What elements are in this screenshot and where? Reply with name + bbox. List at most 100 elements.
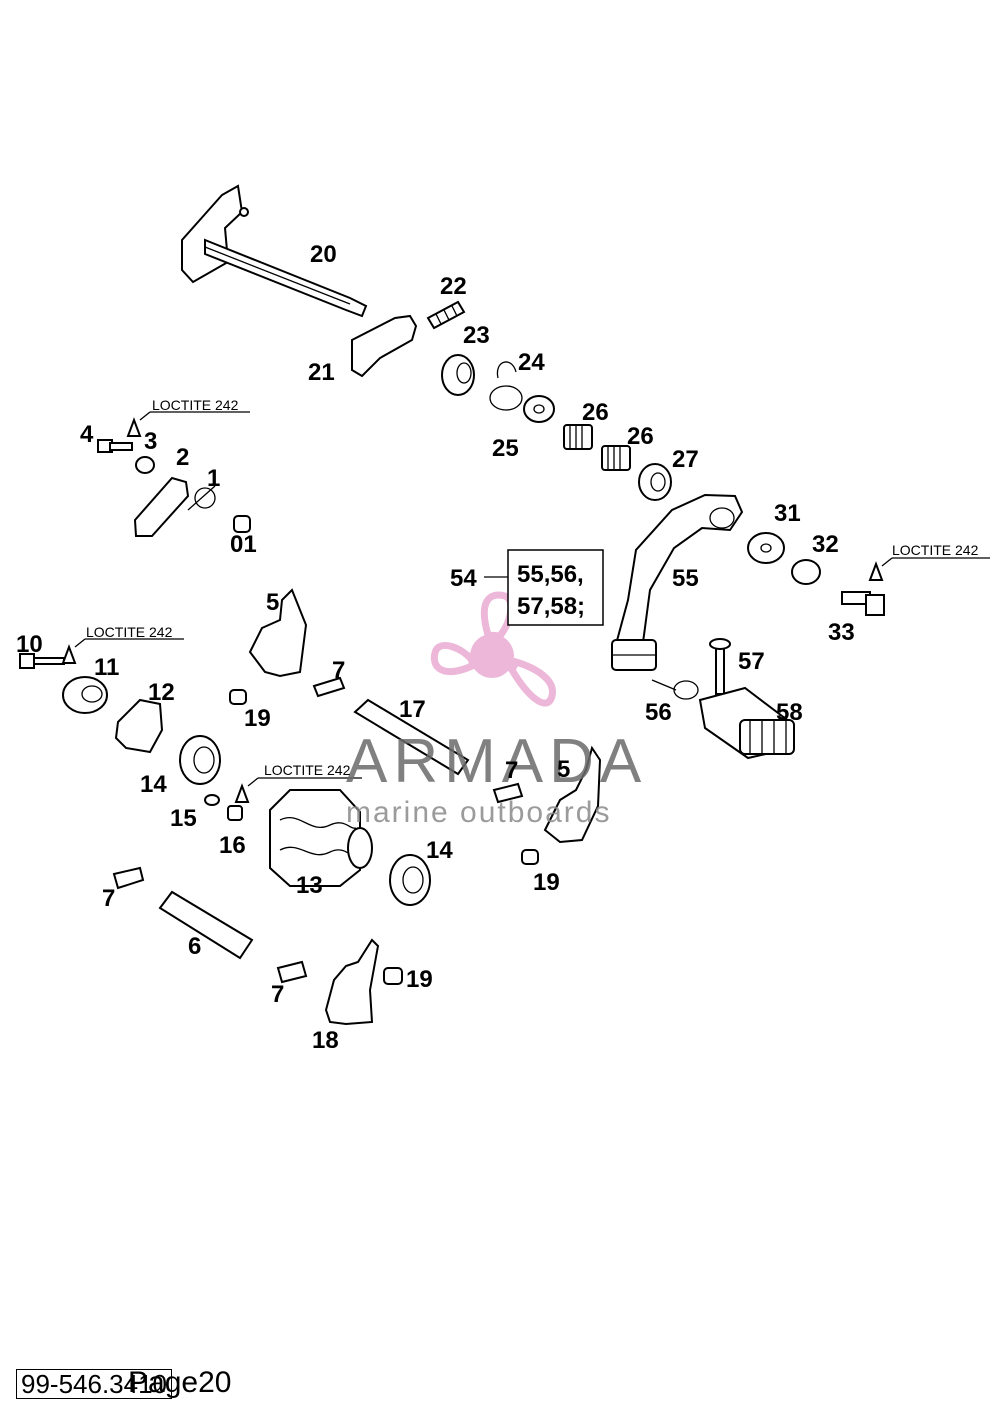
part-label: 19 [406,966,433,993]
part-label: 7 [332,657,345,684]
part-label: 31 [774,500,801,527]
loctite-label: LOCTITE 242 [152,397,239,413]
catalog-code: 99-546.3410 [16,1369,173,1399]
plate-part [351,314,418,378]
part-label: 11 [94,654,119,681]
pin-part [709,638,731,695]
lever-part [133,476,190,537]
clip-part [496,361,517,379]
part-label: 12 [148,679,175,706]
shift-fork-part [248,588,308,678]
lever-pivot-part [611,639,657,671]
shift-lever-part [613,493,744,652]
loctite-marker [868,557,990,581]
sleeve-part [441,354,475,396]
part-label: 01 [230,531,257,558]
part-label: 27 [672,446,699,473]
part-label: 10 [16,631,43,658]
seal-part [638,463,672,501]
bushing-part [233,515,251,533]
part-label: 2 [176,444,189,471]
loctite-marker [61,638,184,664]
spring-part [276,960,308,984]
o-ring-part [673,680,699,700]
shift-fork-part [543,745,602,844]
part-label: 1 [207,465,220,492]
shaft-seal-part [389,854,431,906]
watermark-brand: ARMADA [346,727,647,796]
part-label: 23 [463,322,490,349]
part-label: 7 [505,757,518,784]
part-label: 7 [271,981,284,1008]
loctite-label: LOCTITE 242 [892,542,979,558]
part-label: 33 [828,619,855,646]
part-label: 26 [627,423,654,450]
part-label: 54 [450,565,477,592]
part-label: 18 [312,1027,339,1054]
bolt-part [841,591,885,616]
callout-box [507,549,604,626]
shift-fork-part [324,938,380,1026]
part-label: 7 [102,885,115,912]
bushing-part [229,689,247,705]
part-label: 25 [492,435,519,462]
watermark-tagline: marine outboards [346,796,611,829]
part-label: 13 [296,872,323,899]
part-label: 56 [645,699,672,726]
part-label: 16 [219,832,246,859]
callout-line-1: 55,56, [517,561,584,588]
part-label: 26 [582,399,609,426]
propeller-logo-icon [430,591,556,707]
shift-shaft-part [181,184,368,318]
part-label: 15 [170,805,197,832]
shift-rod-part [353,698,470,776]
needle-bearing-part [563,424,631,471]
washer-part [489,385,555,423]
lever-eye-part [709,507,735,529]
part-label: 4 [80,421,94,448]
shift-drum-part [269,789,373,887]
loctite-label: LOCTITE 242 [264,762,351,778]
loctite-marker [126,411,250,437]
bolt-part [19,653,65,669]
spring-part [492,782,524,804]
page-number: Page20 [128,1366,232,1399]
foot-peg-part [698,686,795,760]
bearing-part [791,559,821,585]
part-label: 22 [440,273,467,300]
washer-part [747,532,785,564]
part-label: 3 [144,428,157,455]
loctite-label: LOCTITE 242 [86,624,173,640]
part-label: 6 [188,933,201,960]
part-label: 32 [812,531,839,558]
shaft-seal-part [179,735,221,785]
spring-part [426,300,466,330]
part-label: 57 [738,648,765,675]
part-label: 55 [672,565,699,592]
washer-part [135,456,155,474]
star-plate-part [114,698,164,754]
part-label: 5 [557,756,570,783]
callout-line-2: 57,58; [517,593,585,620]
cam-part [62,676,108,714]
bushing-part [383,967,403,985]
spring-part [312,676,346,698]
part-label: 14 [426,837,453,864]
part-label: 14 [140,771,167,798]
part-label: 17 [399,696,426,723]
loctite-marker [234,777,362,803]
part-label: 21 [308,359,335,386]
part-label: 58 [776,699,803,726]
part-label: 20 [310,241,337,268]
torsion-spring-part [187,485,216,511]
spring-part [112,866,145,890]
leader-line [651,679,677,691]
pin-part [204,794,243,821]
shift-rod-part [158,890,254,960]
part-label: 19 [244,705,271,732]
part-label: 5 [266,589,279,616]
part-label: 19 [533,869,560,896]
bolt-part [97,439,133,453]
bushing-part [521,849,539,865]
